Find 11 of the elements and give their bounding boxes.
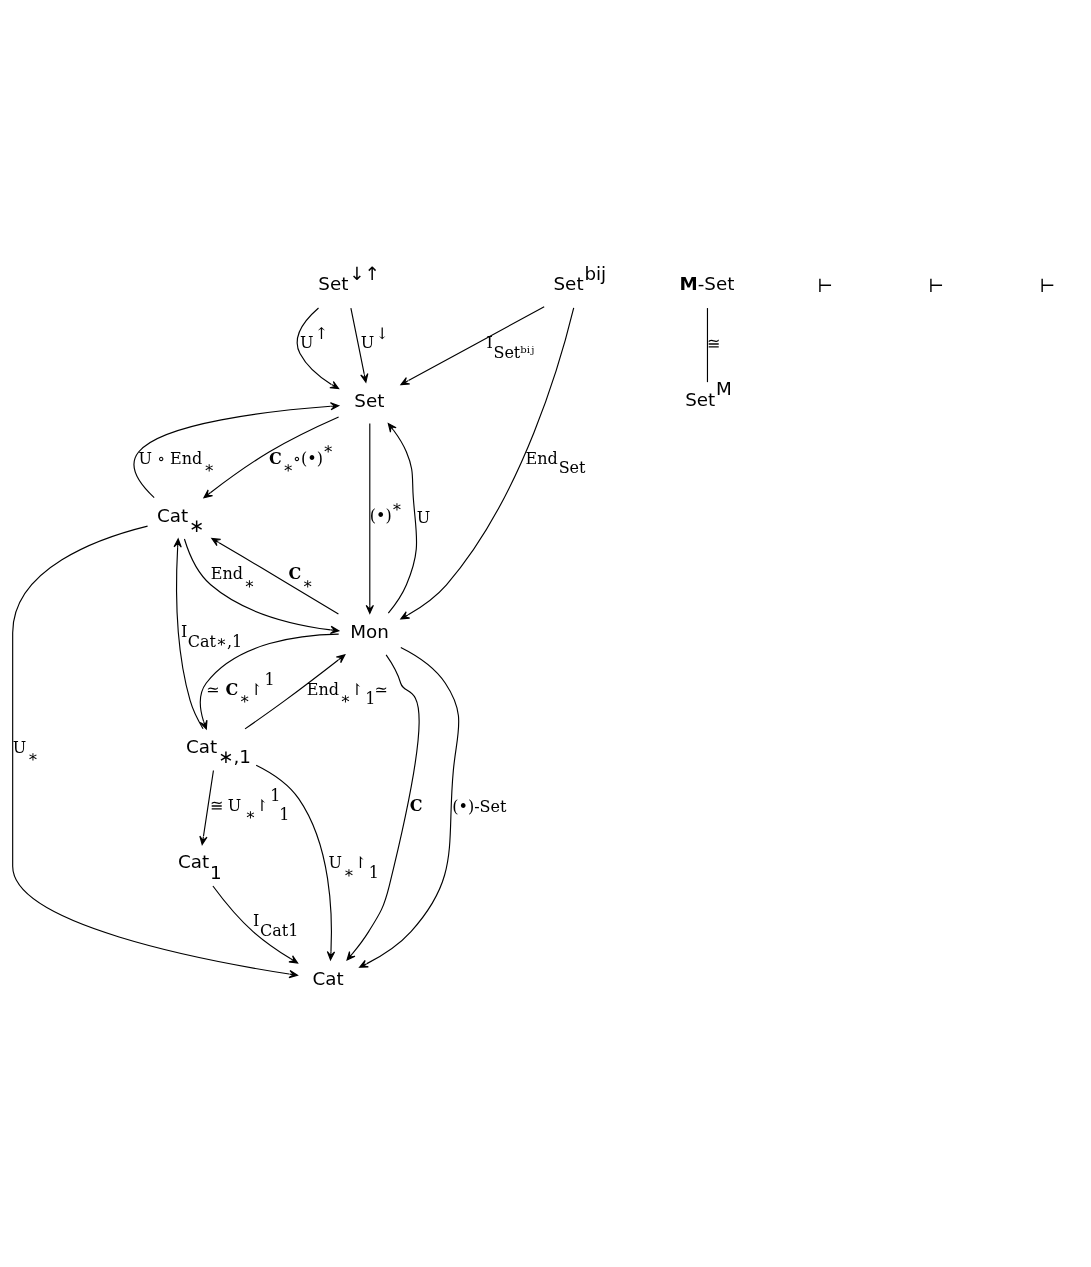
label: ⊢ xyxy=(1039,274,1056,296)
edge-label: U xyxy=(416,507,431,527)
label: ⊢ xyxy=(817,274,834,296)
edge-label: ≅ xyxy=(707,333,721,353)
node-text: Mon xyxy=(350,620,389,642)
node-text: Set xyxy=(354,389,385,411)
label: ⊢ xyxy=(928,274,945,296)
node-text: Cat xyxy=(312,967,344,989)
edge-label: (•)-Set xyxy=(452,796,507,816)
edge-label: C xyxy=(409,795,423,814)
node-text: M-Set xyxy=(679,272,735,294)
